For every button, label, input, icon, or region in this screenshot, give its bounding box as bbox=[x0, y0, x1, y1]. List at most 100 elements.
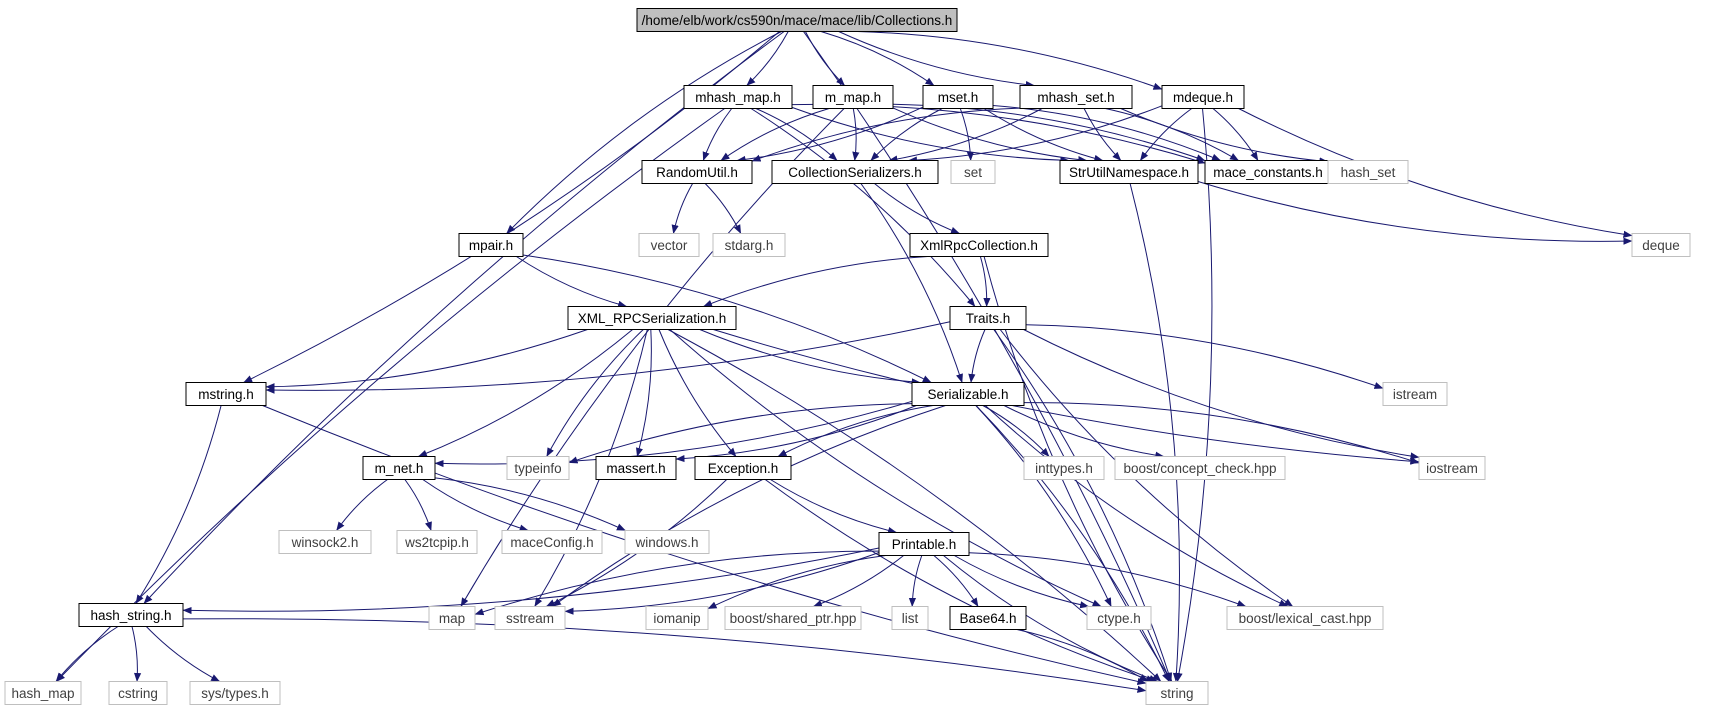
node-label: ctype.h bbox=[1097, 611, 1141, 626]
node-box bbox=[189, 681, 281, 705]
node-xml-rpcserialization-h[interactable]: XML_RPCSerialization.h bbox=[567, 306, 737, 330]
node-mace-constants-h[interactable]: mace_constants.h bbox=[1204, 160, 1332, 184]
edge-m_map-to-randomutil bbox=[720, 108, 830, 161]
node-box bbox=[1019, 85, 1133, 109]
node-label: deque bbox=[1642, 238, 1680, 253]
node-box bbox=[949, 306, 1027, 330]
edge-randomutil-to-stdarg bbox=[704, 183, 742, 234]
node-box bbox=[694, 456, 792, 480]
node-mset-h[interactable]: mset.h bbox=[922, 85, 994, 109]
node-base64-h[interactable]: Base64.h bbox=[949, 606, 1027, 630]
node-traits-h[interactable]: Traits.h bbox=[949, 306, 1027, 330]
node-m-map-h[interactable]: m_map.h bbox=[812, 85, 894, 109]
node-box bbox=[428, 606, 476, 630]
edge-mhash_set-to-hash_set bbox=[1120, 108, 1329, 165]
edge-mset-to-set bbox=[959, 108, 974, 161]
node-label: list bbox=[902, 611, 919, 626]
edge-hash_string-to-hash_map bbox=[55, 626, 119, 682]
node-box bbox=[909, 233, 1049, 257]
node-collectionserializers-h[interactable]: CollectionSerializers.h bbox=[771, 160, 939, 184]
node-label: hash_map bbox=[11, 686, 74, 701]
node-windows-h: windows.h bbox=[624, 530, 710, 554]
node-label: CollectionSerializers.h bbox=[788, 165, 922, 180]
edge-printable-to-iomanip bbox=[707, 555, 886, 610]
node-label: hash_string.h bbox=[90, 608, 171, 623]
node-box bbox=[278, 530, 372, 554]
edge-collections-to-mhash_set bbox=[838, 31, 1035, 89]
node-box bbox=[1327, 160, 1409, 184]
edge-serializable-to-iostream bbox=[1023, 402, 1420, 464]
nodes-layer: /home/elb/work/cs590n/mace/mace/lib/Coll… bbox=[4, 8, 1691, 705]
edge-mhash_map-to-strutil bbox=[791, 106, 1070, 164]
edge-mpair-to-xmlrpcser bbox=[516, 256, 628, 308]
node-box bbox=[638, 233, 700, 257]
node-box bbox=[494, 606, 566, 630]
edge-mhash_set-to-strutil bbox=[1083, 108, 1122, 161]
edge-mdeque-to-strutil bbox=[1139, 108, 1192, 161]
node-set: set bbox=[950, 160, 996, 184]
node-box bbox=[641, 160, 753, 184]
node-label: mset.h bbox=[938, 90, 979, 105]
node-exception-h[interactable]: Exception.h bbox=[694, 456, 792, 480]
node-label: massert.h bbox=[606, 461, 665, 476]
node-home-elb-work-cs590n-mace-mace-lib-collections-h[interactable]: /home/elb/work/cs590n/mace/mace/lib/Coll… bbox=[636, 8, 958, 32]
node-box bbox=[501, 530, 603, 554]
edge-base64-to-string bbox=[1016, 629, 1149, 682]
edge-serializable-to-m_net bbox=[434, 400, 913, 468]
edge-mdeque-to-collser bbox=[907, 105, 1163, 164]
node-label: winsock2.h bbox=[291, 535, 359, 550]
node-box bbox=[1114, 456, 1286, 480]
edge-serializable-to-exception bbox=[777, 405, 934, 457]
node-deque: deque bbox=[1631, 233, 1691, 257]
node-xmlrpccollection-h[interactable]: XmlRpcCollection.h bbox=[909, 233, 1049, 257]
edge-hash_string-to-string bbox=[182, 618, 1147, 693]
edges-layer bbox=[55, 31, 1633, 693]
node-label: sstream bbox=[506, 611, 554, 626]
edge-mhash_set-to-randomutil bbox=[751, 107, 1021, 162]
node-massert-h[interactable]: massert.h bbox=[595, 456, 677, 480]
edge-traits-to-mstring bbox=[265, 321, 951, 394]
node-mstring-h[interactable]: mstring.h bbox=[185, 382, 267, 406]
edge-strutil-to-string bbox=[1129, 183, 1181, 682]
node-m-net-h[interactable]: m_net.h bbox=[362, 456, 436, 480]
node-mpair-h[interactable]: mpair.h bbox=[458, 233, 524, 257]
edge-collections-to-mpair bbox=[506, 31, 782, 234]
edge-xmlrpccoll-to-xmlrpcser bbox=[703, 256, 928, 307]
edge-mhash_map-to-collser bbox=[755, 108, 838, 161]
node-box bbox=[1145, 681, 1209, 705]
edge-serializable-to-lexical_cast bbox=[984, 405, 1289, 607]
node-label: boost/lexical_cast.hpp bbox=[1239, 611, 1372, 626]
edge-m_map-to-mace_constants bbox=[892, 103, 1206, 162]
node-iomanip: iomanip bbox=[645, 606, 709, 630]
edge-mhash_set-to-collser bbox=[888, 108, 1043, 163]
node-box bbox=[683, 85, 793, 109]
node-mhash-set-h[interactable]: mhash_set.h bbox=[1019, 85, 1133, 109]
node-box bbox=[922, 85, 994, 109]
edge-collser-to-xmlrpccoll bbox=[874, 183, 960, 234]
edge-collections-to-m_map bbox=[804, 31, 845, 86]
node-mhash-map-h[interactable]: mhash_map.h bbox=[683, 85, 793, 109]
node-randomutil-h[interactable]: RandomUtil.h bbox=[641, 160, 753, 184]
node-hash-string-h[interactable]: hash_string.h bbox=[78, 603, 184, 627]
node-typeinfo: typeinfo bbox=[506, 456, 570, 480]
node-box bbox=[506, 456, 570, 480]
node-strutilnamespace-h[interactable]: StrUtilNamespace.h bbox=[1059, 160, 1199, 184]
node-serializable-h[interactable]: Serializable.h bbox=[911, 382, 1025, 406]
node-iostream: iostream bbox=[1418, 456, 1486, 480]
node-boost-shared-ptr-hpp: boost/shared_ptr.hpp bbox=[724, 606, 862, 630]
node-label: set bbox=[964, 165, 982, 180]
node-label: mpair.h bbox=[469, 238, 513, 253]
node-box bbox=[1418, 456, 1486, 480]
node-boost-lexical-cast-hpp: boost/lexical_cast.hpp bbox=[1226, 606, 1384, 630]
edge-xmlrpcser-to-serializable bbox=[699, 329, 921, 386]
node-istream: istream bbox=[1382, 382, 1448, 406]
node-label: mstring.h bbox=[198, 387, 254, 402]
edge-mset-to-strutil bbox=[983, 108, 1104, 162]
node-mdeque-h[interactable]: mdeque.h bbox=[1161, 85, 1245, 109]
node-label: /home/elb/work/cs590n/mace/mace/lib/Coll… bbox=[642, 13, 953, 28]
node-label: inttypes.h bbox=[1035, 461, 1093, 476]
node-printable-h[interactable]: Printable.h bbox=[878, 532, 970, 556]
node-map: map bbox=[428, 606, 476, 630]
node-box bbox=[108, 681, 168, 705]
